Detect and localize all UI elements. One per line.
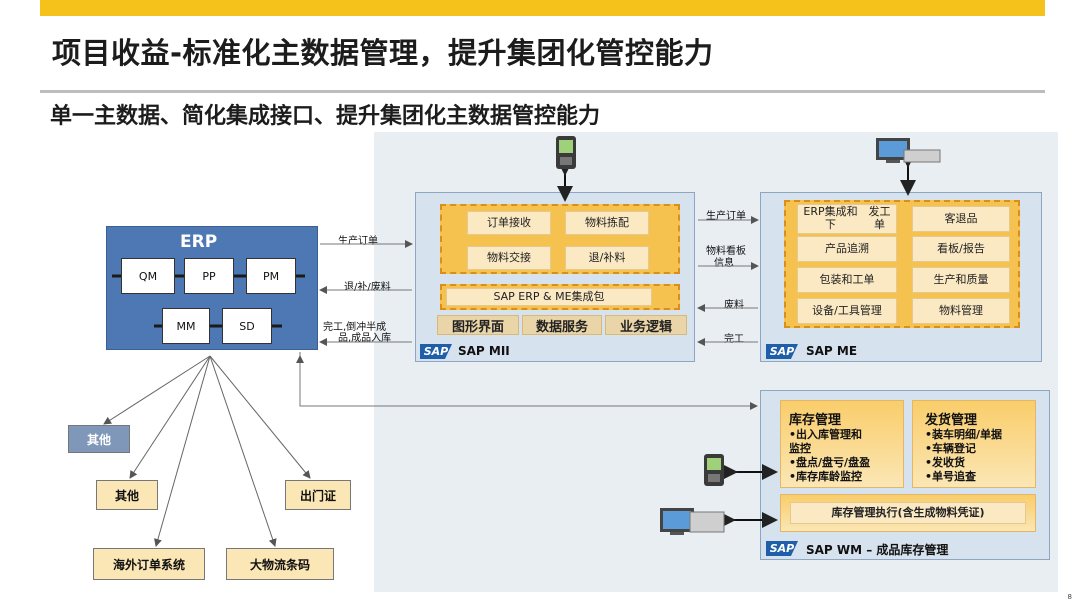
mii-cell-material-handover: 物料交接 <box>467 246 551 270</box>
wm-shipping-card: 发货管理 •装车明细/单据 •车辆登记 •发收货 •单号追查 <box>912 400 1036 488</box>
module-sd: SD <box>222 308 272 344</box>
me-cell-erp-integration: ERP集成和下发工单 <box>797 204 897 234</box>
wm-inventory-item: 监控 <box>789 442 811 455</box>
arrow-erp-to-leaf-other <box>129 355 211 479</box>
desktop-computer-icon <box>660 508 725 535</box>
wm-inventory-item: •出入库管理和 <box>789 428 863 441</box>
arrow-erp-to-leaf-gate <box>209 355 311 479</box>
leaf-other: 其他 <box>96 480 158 510</box>
me-cell-production-quality: 生产和质量 <box>912 267 1010 293</box>
erp-module-connectors <box>112 274 305 328</box>
me-cell-packaging: 包装和工单 <box>797 267 897 293</box>
module-qm: QM <box>121 258 175 294</box>
handheld-device-icon <box>704 454 724 486</box>
flow-label-erp-completion-1: 完工,倒冲半成 <box>323 322 387 333</box>
wm-shipping-title: 发货管理 <box>925 413 978 428</box>
flow-label-erp-to-mii-order: 生产订单 <box>338 236 378 247</box>
me-system-name: SAP ME <box>806 344 858 358</box>
flow-label-erp-completion-2: 品,成品入库 <box>338 333 392 344</box>
wm-shipping-item: •单号追查 <box>925 470 977 483</box>
flow-label-mii-to-me-order: 生产订单 <box>706 211 746 222</box>
mii-tab-business-logic: 业务逻辑 <box>605 315 687 335</box>
arrow-erp-to-wm <box>299 352 758 410</box>
wm-system-name: SAP WM – 成品库存管理 <box>806 543 949 557</box>
accent-bar <box>40 0 1045 16</box>
leaf-gate-pass: 出门证 <box>285 480 351 510</box>
leaf-logistics-barcode: 大物流条码 <box>226 548 334 580</box>
mii-system-name: SAP MII <box>458 344 510 358</box>
leaf-overseas-order-system: 海外订单系统 <box>93 548 205 580</box>
wm-inventory-item: •库存库龄监控 <box>789 470 863 483</box>
sap-logo-me: SAP <box>766 344 798 359</box>
wm-shipping-item: •车辆登记 <box>925 442 977 455</box>
flow-label-me-to-mii-complete: 完工 <box>724 334 744 345</box>
module-pp: PP <box>184 258 234 294</box>
flow-label-me-to-mii-scrap: 废料 <box>724 300 744 311</box>
flow-label-mii-to-me-kanban-2: 信息 <box>714 258 734 269</box>
wm-inventory-title: 库存管理 <box>789 413 842 428</box>
arrow-erp-to-leaf-overseas <box>154 355 211 547</box>
erp-title: ERP <box>180 232 218 252</box>
mii-integration-package: SAP ERP & ME集成包 <box>446 288 652 306</box>
me-cell-line: 发工单 <box>868 205 891 231</box>
flow-label-mii-to-erp-return: 退/补/废料 <box>344 282 391 293</box>
leaf-other-blue: 其他 <box>68 425 130 453</box>
me-cell-returns: 客退品 <box>912 206 1010 232</box>
arrow-erp-to-leaf-other-blue <box>103 355 211 425</box>
page-number: 8 <box>1067 593 1072 601</box>
module-pm: PM <box>246 258 296 294</box>
mii-tab-data-service: 数据服务 <box>522 315 602 335</box>
wm-shipping-item: •发收货 <box>925 456 966 469</box>
me-cell-traceability: 产品追溯 <box>797 236 897 262</box>
me-cell-equipment: 设备/工具管理 <box>797 298 897 324</box>
wm-execution-label: 库存管理执行(含生成物料凭证) <box>790 502 1026 524</box>
flow-label-mii-to-me-kanban-1: 物料看板 <box>706 246 746 257</box>
page-title: 项目收益-标准化主数据管理，提升集团化管控能力 <box>52 36 714 70</box>
me-cell-line: ERP集成和下 <box>803 205 858 231</box>
sap-logo-wm: SAP <box>766 541 798 556</box>
wm-inventory-item: •盘点/盘亏/盘盈 <box>789 456 871 469</box>
arrow-erp-to-leaf-barcode <box>209 355 277 547</box>
mii-cell-order-receive: 订单接收 <box>467 211 551 235</box>
title-divider <box>40 90 1045 93</box>
page-subtitle: 单一主数据、简化集成接口、提升集团化主数据管控能力 <box>50 104 601 129</box>
wm-inventory-card: 库存管理 •出入库管理和 监控 •盘点/盘亏/盘盈 •库存库龄监控 <box>780 400 904 488</box>
desktop-computer-icon <box>876 138 941 163</box>
me-cell-kanban-report: 看板/报告 <box>912 236 1010 262</box>
wm-shipping-item: •装车明细/单据 <box>925 428 1003 441</box>
handheld-device-icon <box>556 136 576 169</box>
mii-cell-return-refill: 退/补料 <box>565 246 649 270</box>
mii-cell-material-picking: 物料拣配 <box>565 211 649 235</box>
me-cell-material-management: 物料管理 <box>912 298 1010 324</box>
sap-logo-mii: SAP <box>420 344 452 359</box>
mii-tab-gui: 图形界面 <box>437 315 519 335</box>
module-mm: MM <box>162 308 210 344</box>
